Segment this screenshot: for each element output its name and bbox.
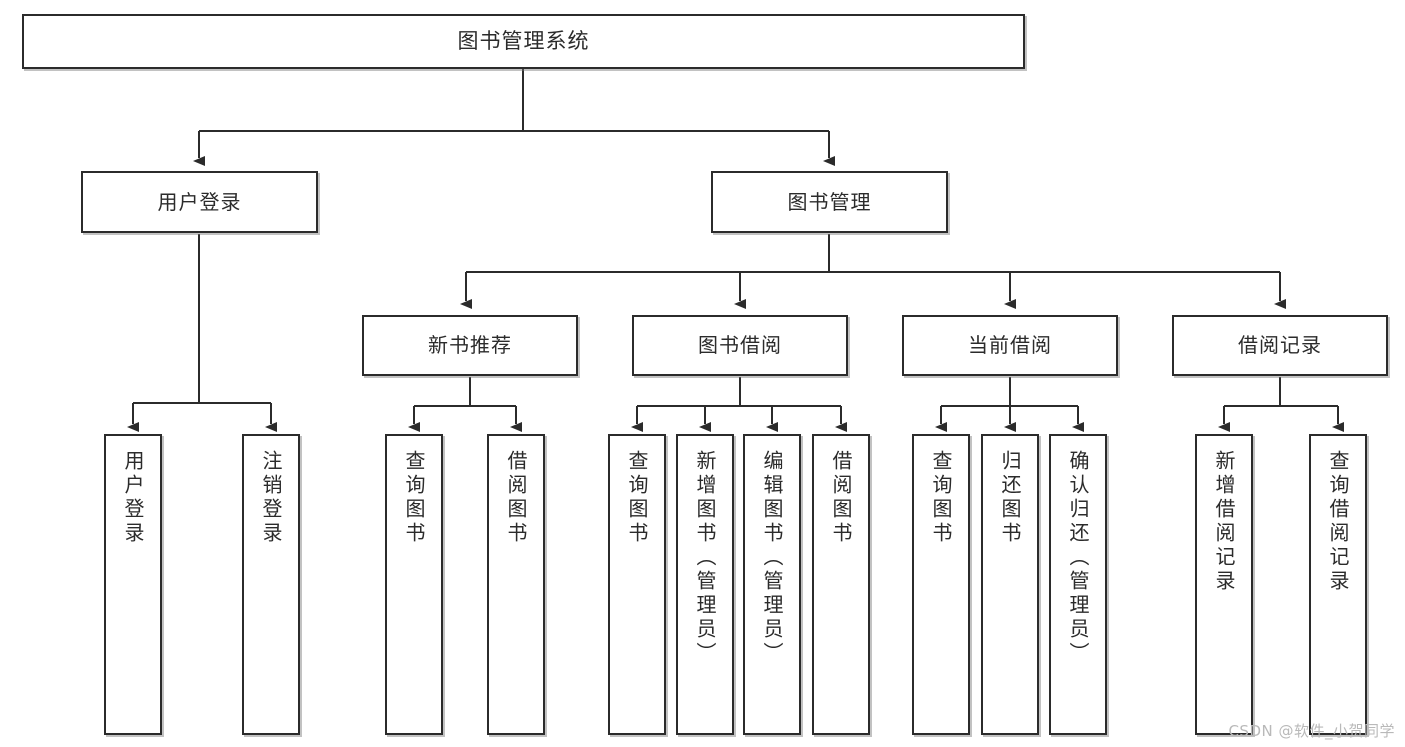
node-label: 图书借阅 (698, 333, 782, 358)
leaf-query-book-new[interactable]: 查询图书 (385, 434, 443, 735)
node-label: 查询图书 (929, 450, 953, 546)
node-label: 借阅图书 (504, 450, 528, 546)
node-new-book-recommend[interactable]: 新书推荐 (362, 315, 578, 376)
node-label: 新增借阅记录 (1212, 450, 1236, 594)
node-label: 编辑图书（管理员） (760, 450, 784, 666)
node-label: 借阅记录 (1238, 333, 1322, 358)
node-label: 图书管理 (787, 189, 872, 214)
leaf-user-login[interactable]: 用户登录 (104, 434, 162, 735)
node-label: 查询图书 (402, 450, 426, 546)
node-label: 新书推荐 (428, 333, 512, 358)
node-label: 新增图书（管理员） (693, 450, 717, 666)
node-borrow-record[interactable]: 借阅记录 (1172, 315, 1388, 376)
node-label: 归还图书 (998, 450, 1022, 546)
leaf-confirm-return-admin[interactable]: 确认归还（管理员） (1049, 434, 1107, 735)
csdn-watermark: CSDN @软件_小贺同学 (1228, 722, 1395, 740)
leaf-add-book-admin[interactable]: 新增图书（管理员） (676, 434, 734, 735)
node-label: 图书管理系统 (457, 28, 590, 53)
leaf-edit-book-admin[interactable]: 编辑图书（管理员） (743, 434, 801, 735)
leaf-add-borrow-record[interactable]: 新增借阅记录 (1195, 434, 1253, 735)
node-label: 注销登录 (259, 450, 283, 546)
node-label: 确认归还（管理员） (1066, 450, 1090, 666)
node-user-login[interactable]: 用户登录 (81, 171, 318, 233)
node-label: 用户登录 (121, 450, 145, 546)
node-label: 查询借阅记录 (1326, 450, 1350, 594)
node-book-management[interactable]: 图书管理 (711, 171, 948, 233)
node-label: 当前借阅 (968, 333, 1052, 358)
leaf-query-book-borrow[interactable]: 查询图书 (608, 434, 666, 735)
leaf-query-borrow-record[interactable]: 查询借阅记录 (1309, 434, 1367, 735)
node-label: 借阅图书 (829, 450, 853, 546)
node-root-system[interactable]: 图书管理系统 (22, 14, 1025, 69)
leaf-return-book[interactable]: 归还图书 (981, 434, 1039, 735)
leaf-query-book-current[interactable]: 查询图书 (912, 434, 970, 735)
node-book-borrow[interactable]: 图书借阅 (632, 315, 848, 376)
node-label: 查询图书 (625, 450, 649, 546)
node-current-borrow[interactable]: 当前借阅 (902, 315, 1118, 376)
leaf-logout[interactable]: 注销登录 (242, 434, 300, 735)
node-label: 用户登录 (157, 189, 242, 214)
leaf-borrow-book[interactable]: 借阅图书 (812, 434, 870, 735)
leaf-borrow-book-new[interactable]: 借阅图书 (487, 434, 545, 735)
